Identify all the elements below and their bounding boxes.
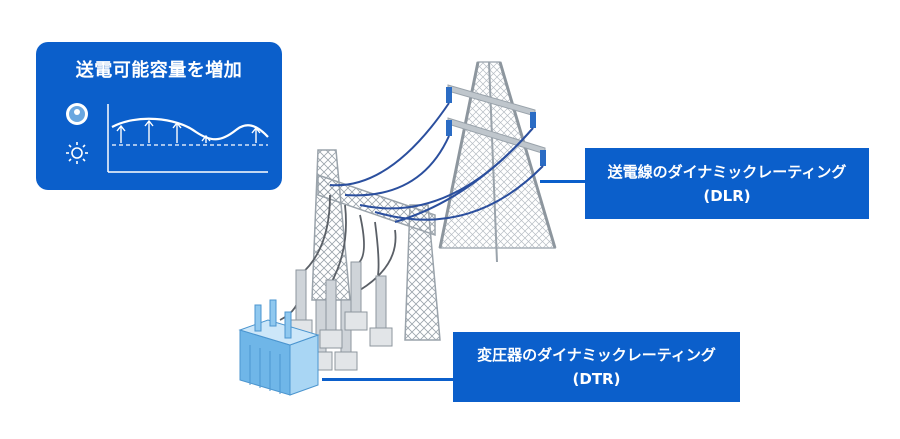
sun-icon bbox=[66, 142, 88, 164]
brain-head-icon bbox=[66, 103, 88, 125]
capacity-info-panel: 送電可能容量を増加 bbox=[36, 42, 282, 190]
panel-title: 送電可能容量を増加 bbox=[75, 60, 243, 81]
power-lines bbox=[329, 102, 544, 223]
dlr-label-box: 送電線のダイナミックレーティング (DLR) bbox=[585, 148, 869, 219]
transmission-tower bbox=[438, 61, 557, 263]
dtr-connector-line bbox=[322, 378, 453, 381]
transformer bbox=[238, 299, 320, 396]
capacity-graph bbox=[66, 103, 269, 173]
dtr-label-box: 変圧器のダイナミックレーティング (DTR) bbox=[453, 332, 740, 402]
dtr-label-abbrev: (DTR) bbox=[572, 370, 621, 388]
dtr-label-text: 変圧器のダイナミックレーティング bbox=[477, 346, 716, 364]
dlr-label-abbrev: (DLR) bbox=[703, 186, 751, 205]
dlr-connector-line bbox=[540, 180, 585, 183]
insulator-stacks bbox=[289, 261, 393, 371]
dlr-label-text: 送電線のダイナミックレーティング bbox=[607, 162, 847, 181]
